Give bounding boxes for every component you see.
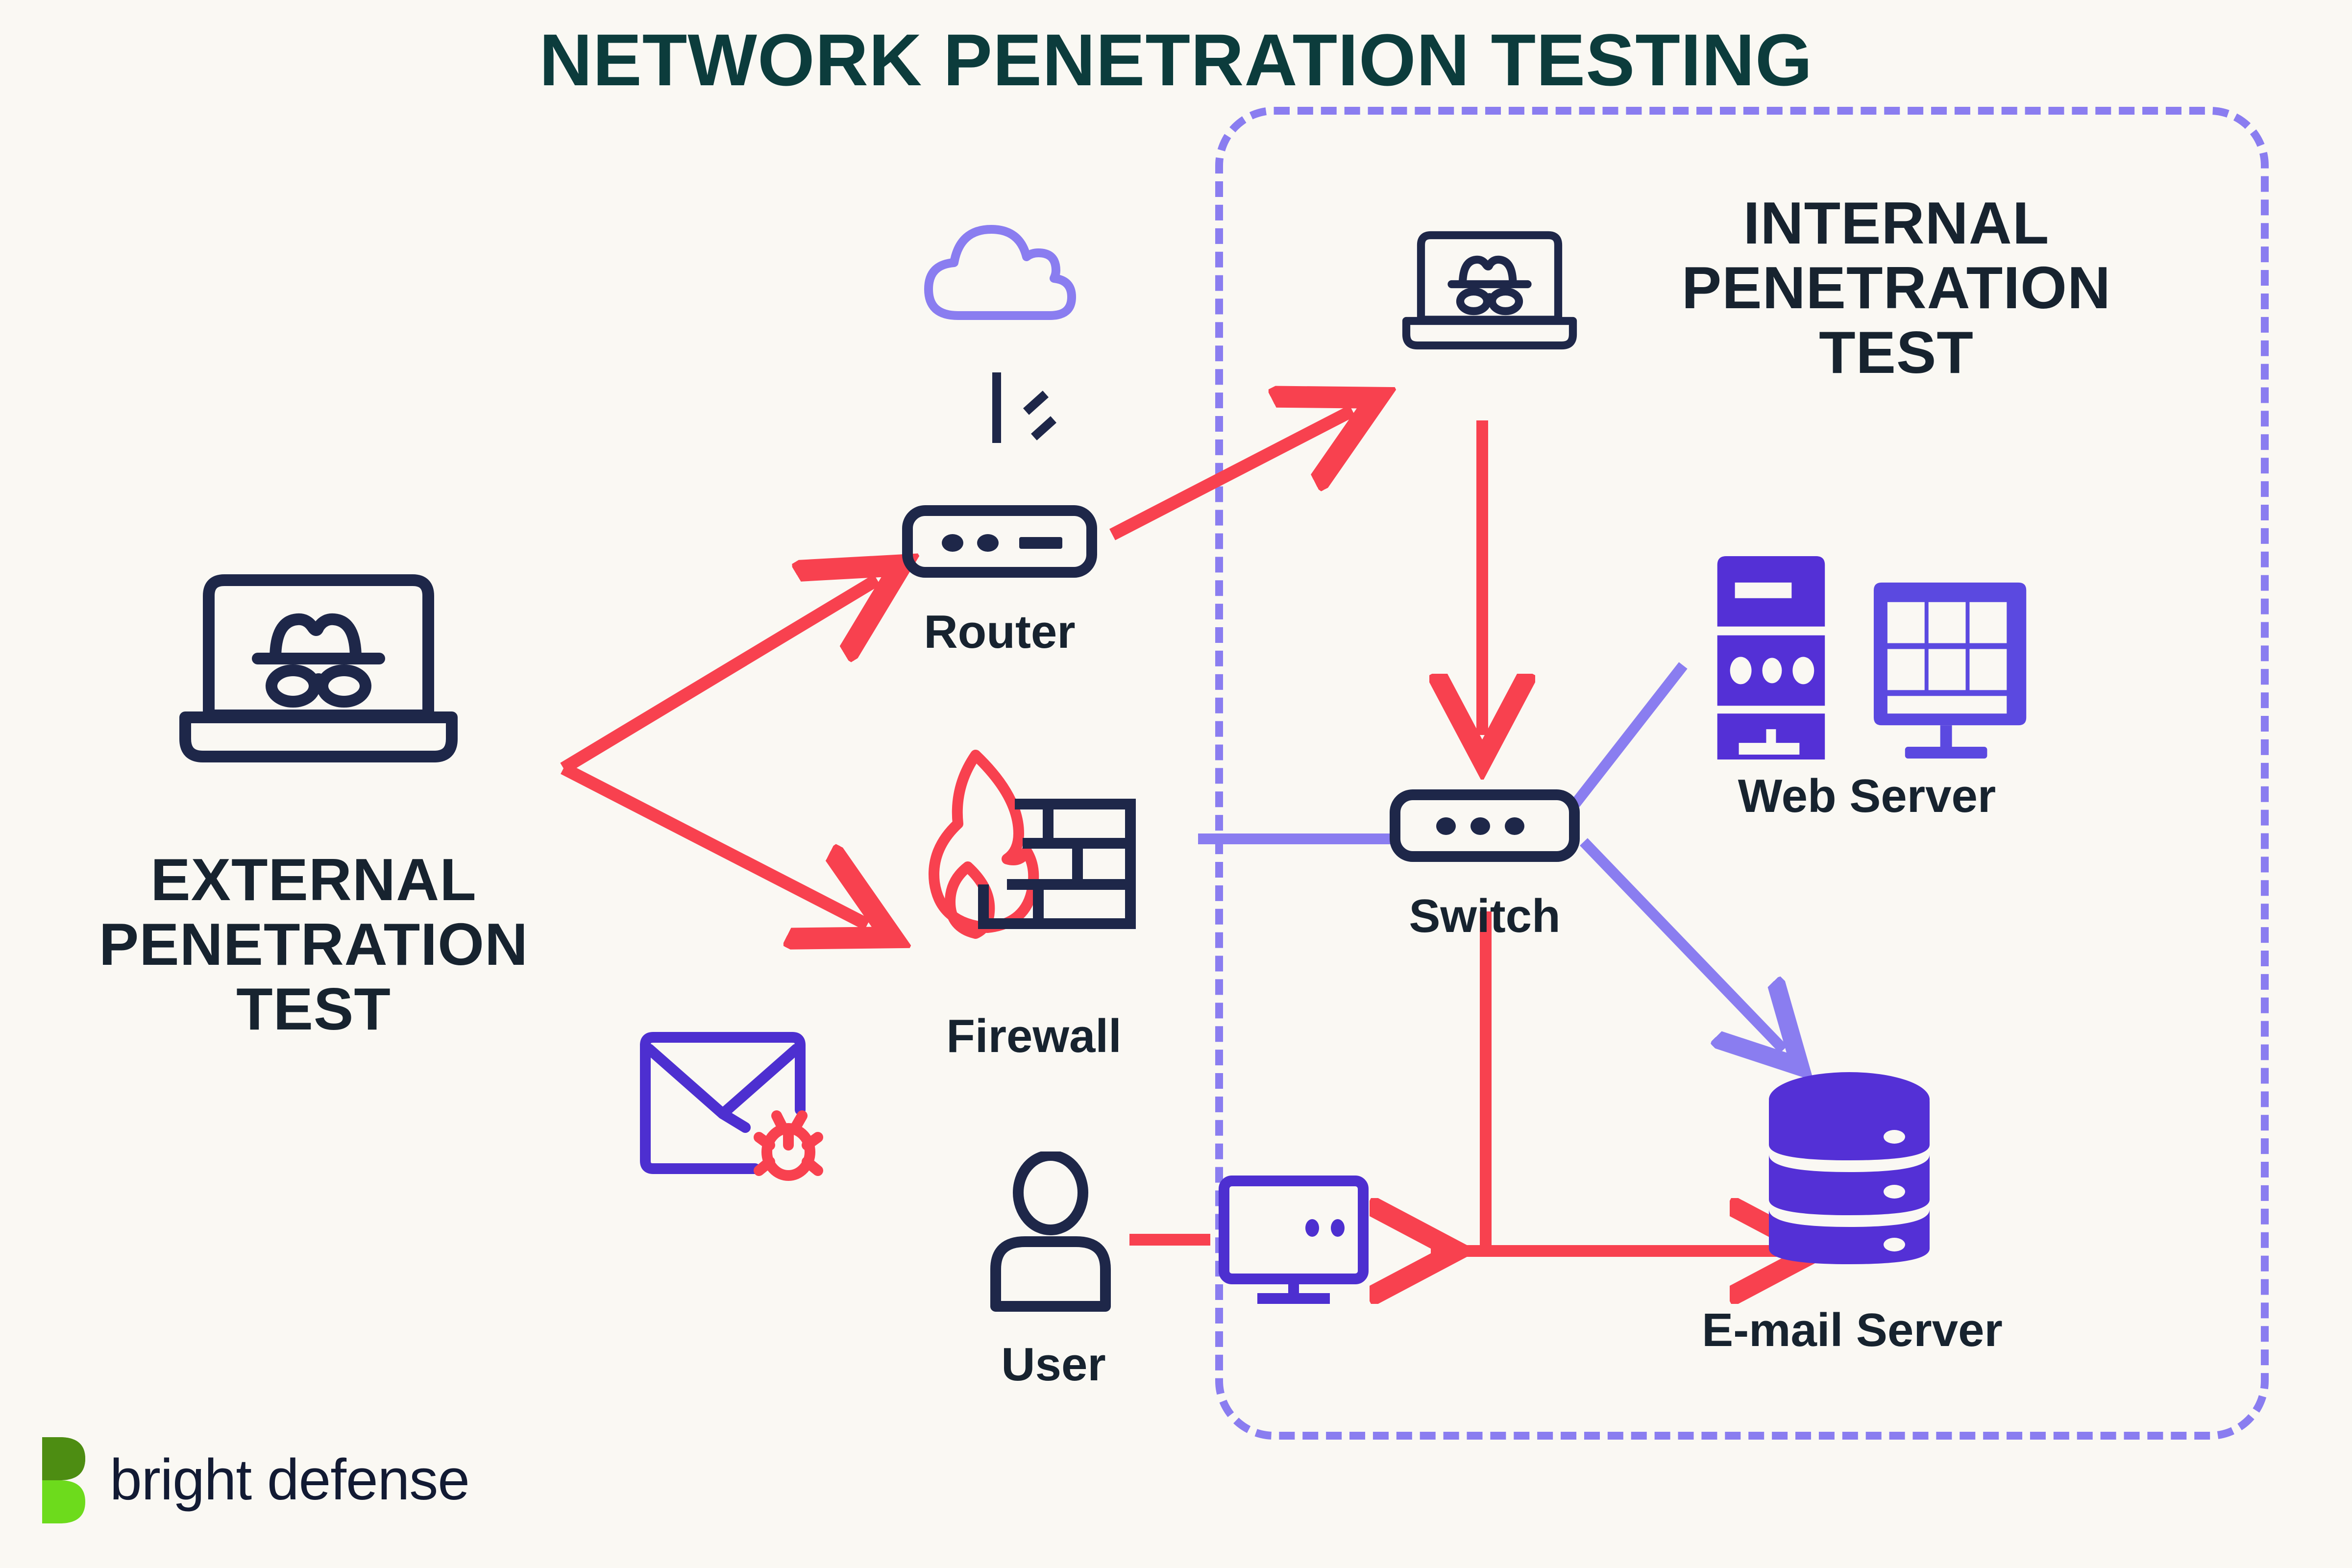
wireless-signal-icon xyxy=(992,372,1057,443)
bright-defense-leaf-mark xyxy=(42,1437,85,1523)
external-label-line2: PENETRATION xyxy=(98,910,529,978)
laptop-incognito-icon-internal xyxy=(1402,231,1577,350)
firewall-brick-flame-icon xyxy=(929,750,1136,939)
monitor-icon xyxy=(1219,1176,1369,1304)
external-penetration-test-label: EXTERNAL PENETRATION TEST xyxy=(44,846,583,1042)
connection-external-to-router xyxy=(560,580,877,774)
user-person-icon xyxy=(990,1152,1111,1312)
email-server-label: E-mail Server xyxy=(1702,1304,2003,1356)
external-label-line3: TEST xyxy=(236,975,391,1042)
firewall-label: Firewall xyxy=(946,1010,1122,1062)
internal-penetration-test-label: INTERNAL PENETRATION TEST xyxy=(1607,191,2185,385)
user-label: User xyxy=(1001,1338,1106,1391)
switch-label: Switch xyxy=(1409,890,1561,942)
router-icon xyxy=(902,505,1097,578)
router-label: Router xyxy=(924,606,1076,658)
cloud-icon xyxy=(924,225,1076,320)
logo-text: bright defense xyxy=(110,1447,470,1512)
connection-external-to-firewall xyxy=(561,762,867,925)
internal-label-line3: TEST xyxy=(1819,318,1974,386)
database-cylinder-icon xyxy=(1769,1072,1930,1264)
internal-label-line2: PENETRATION xyxy=(1681,254,2111,321)
envelope-bug-icon xyxy=(640,1032,823,1181)
page-title: NETWORK PENETRATION TESTING xyxy=(539,19,1813,101)
web-server-label: Web Server xyxy=(1738,770,1996,822)
switch-icon xyxy=(1390,789,1580,862)
bright-defense-logo: bright defense xyxy=(34,1433,470,1526)
laptop-incognito-icon-external xyxy=(179,574,458,762)
server-tower-monitor-icon xyxy=(1717,556,2027,760)
external-label-line1: EXTERNAL xyxy=(150,846,477,913)
internal-label-line1: INTERNAL xyxy=(1743,190,2050,256)
